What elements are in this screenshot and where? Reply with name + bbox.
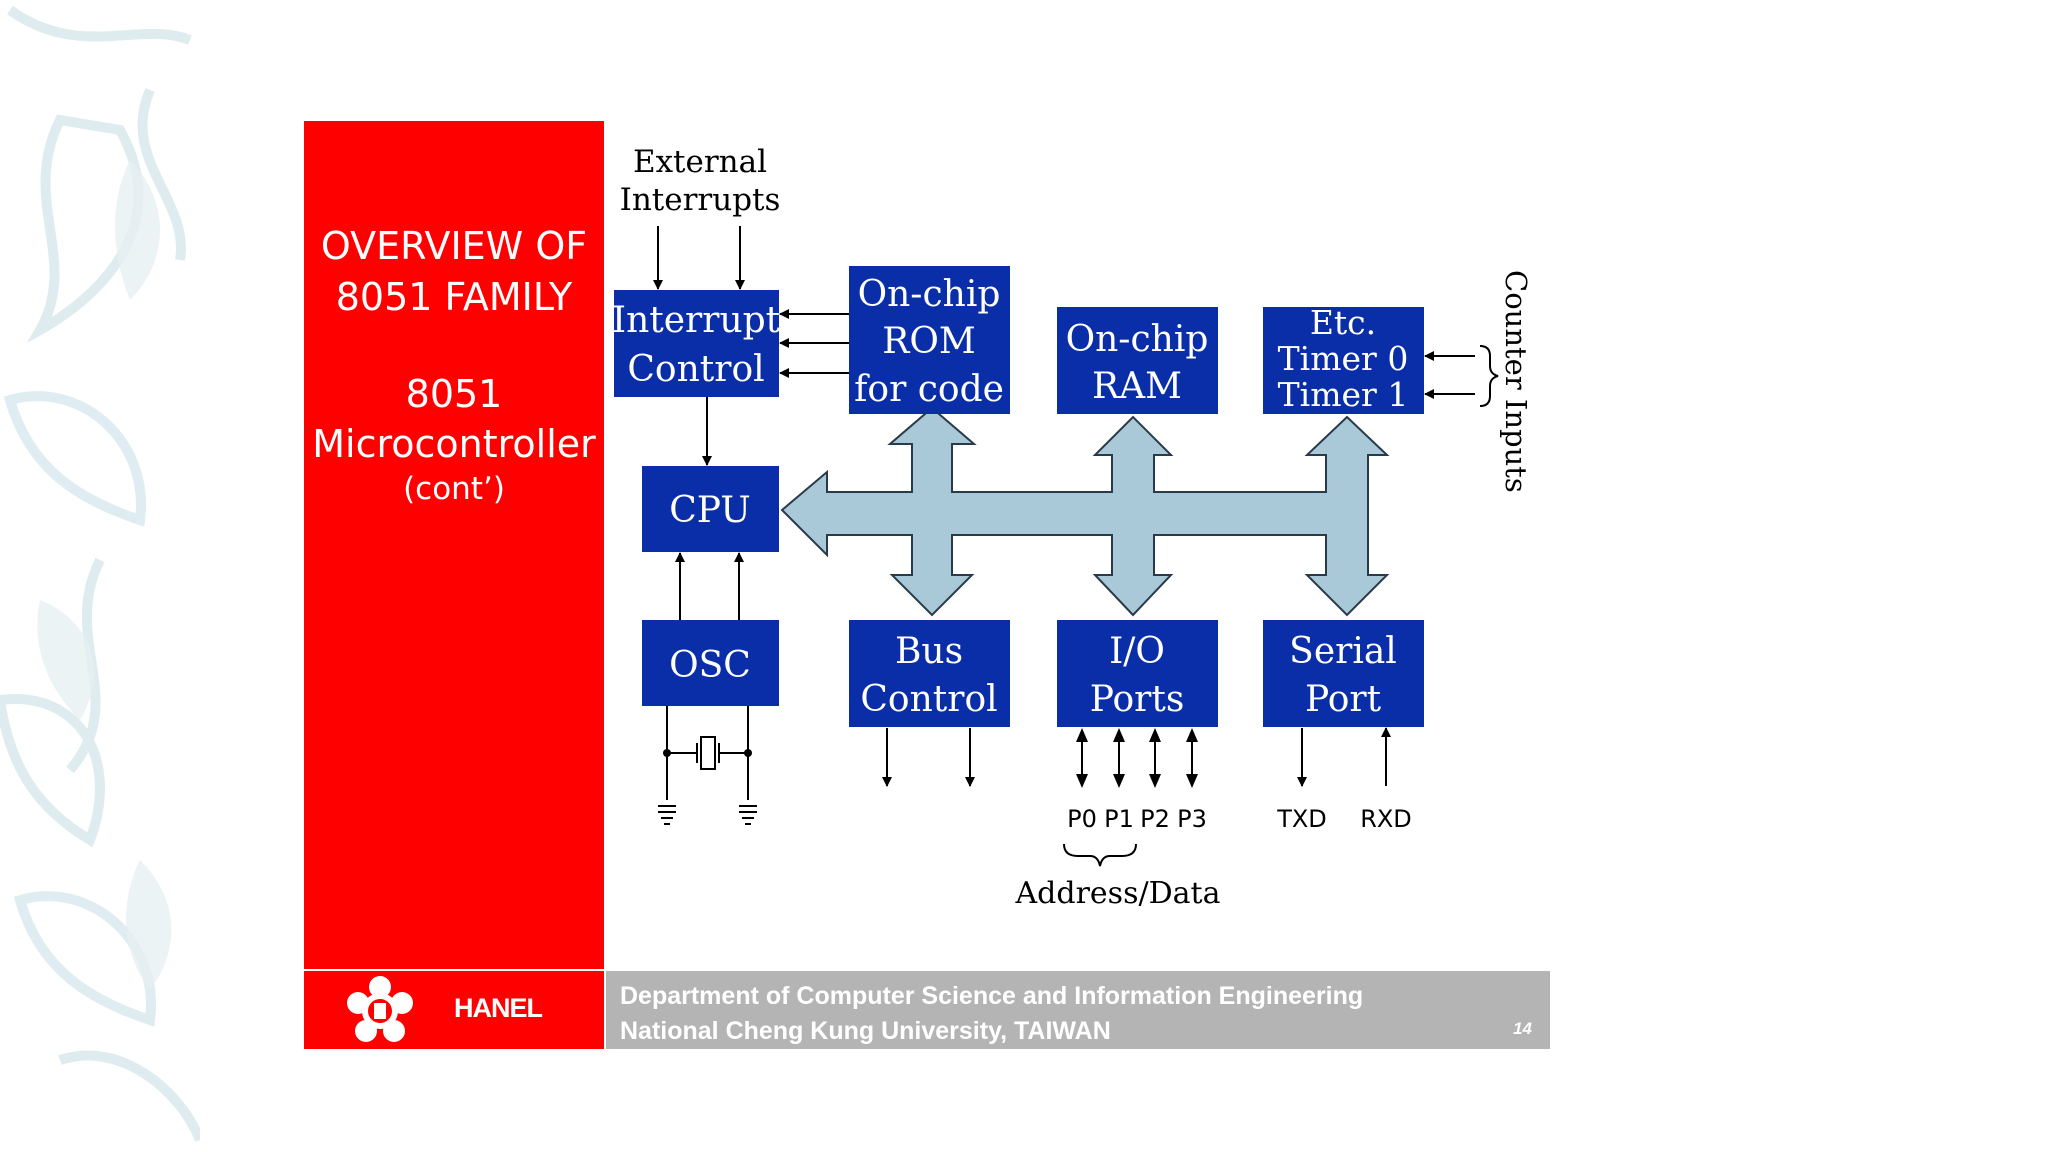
rom-line-3: for code xyxy=(854,369,1004,410)
bus-control-line-2: Control xyxy=(860,679,997,720)
department-line-1: Department of Computer Science and Infor… xyxy=(620,982,1364,1010)
io-ports-block: I/O Ports xyxy=(1057,620,1218,727)
onchip-ram-block: On-chip RAM xyxy=(1057,307,1218,414)
subtitle-line-1: 8051 xyxy=(405,372,503,416)
serial-port-block: Serial Port xyxy=(1263,620,1424,727)
timer-block: Etc. Timer 0 Timer 1 xyxy=(1263,303,1424,414)
counter-inputs-brace xyxy=(1479,345,1499,407)
slide-subtitle: 8051 Microcontroller xyxy=(304,369,604,469)
address-data-label: Address/Data xyxy=(1015,876,1221,911)
rxd-label: RXD xyxy=(1360,805,1412,833)
bus-control-block: Bus Control xyxy=(849,620,1010,727)
external-interrupts-line-1: External xyxy=(633,144,767,180)
cpu-block: CPU xyxy=(642,466,779,552)
department-text: Department of Computer Science and Infor… xyxy=(620,979,1363,1049)
counter-inputs-label: Counter Inputs xyxy=(1499,270,1533,493)
footer-info-bar: Department of Computer Science and Infor… xyxy=(606,971,1550,1049)
brand-name: HANEL xyxy=(454,993,543,1023)
onchip-rom-block: On-chip ROM for code xyxy=(849,266,1010,414)
department-line-2: National Cheng Kung University, TAIWAN xyxy=(620,1017,1111,1045)
interrupt-control-line-2: Control xyxy=(627,349,764,390)
serial-port-line-1: Serial xyxy=(1289,631,1397,672)
subtitle-line-2: Microcontroller xyxy=(312,422,596,466)
port-p0-label: P0 xyxy=(1067,805,1097,833)
crystal-oscillator-icon xyxy=(658,706,757,825)
external-interrupts-line-2: Interrupts xyxy=(620,182,781,218)
interrupt-control-line-1: Interrupt xyxy=(612,300,781,341)
timer-line-2: Timer 0 xyxy=(1278,339,1409,378)
ram-line-1: On-chip xyxy=(1066,319,1209,360)
bus-control-line-1: Bus xyxy=(895,631,963,672)
university-logo-icon xyxy=(347,976,413,1042)
rom-line-2: ROM xyxy=(882,321,975,362)
io-ports-line-1: I/O xyxy=(1109,631,1165,672)
txd-label: TXD xyxy=(1276,805,1327,833)
subtitle-note: (cont’) xyxy=(403,471,505,507)
slide-title: OVERVIEW OF 8051 FAMILY xyxy=(304,221,604,323)
io-ports-line-2: Ports xyxy=(1090,679,1185,720)
serial-port-line-2: Port xyxy=(1305,679,1382,720)
port-p3-label: P3 xyxy=(1177,805,1207,833)
osc-block: OSC xyxy=(642,620,779,706)
osc-label: OSC xyxy=(669,645,751,686)
ram-line-2: RAM xyxy=(1092,366,1182,407)
port-p1-label: P1 xyxy=(1104,805,1134,833)
rom-line-1: On-chip xyxy=(858,274,1001,315)
interrupt-control-block: Interrupt Control xyxy=(612,290,781,397)
io-port-arrows xyxy=(1076,728,1198,788)
timer-line-1: Etc. xyxy=(1310,303,1376,342)
address-data-brace xyxy=(1063,843,1137,867)
page-number: 14 xyxy=(1513,1019,1532,1038)
title-line-1: OVERVIEW OF xyxy=(320,224,588,268)
title-line-2: 8051 FAMILY xyxy=(335,275,573,319)
port-p2-label: P2 xyxy=(1140,805,1170,833)
cpu-label: CPU xyxy=(669,490,750,531)
footer-brand-area: HANEL xyxy=(304,971,604,1049)
leaf-decoration xyxy=(0,5,200,1142)
timer-line-3: Timer 1 xyxy=(1278,375,1409,414)
internal-bus xyxy=(780,406,1390,617)
title-panel: OVERVIEW OF 8051 FAMILY 8051 Microcontro… xyxy=(304,121,604,969)
